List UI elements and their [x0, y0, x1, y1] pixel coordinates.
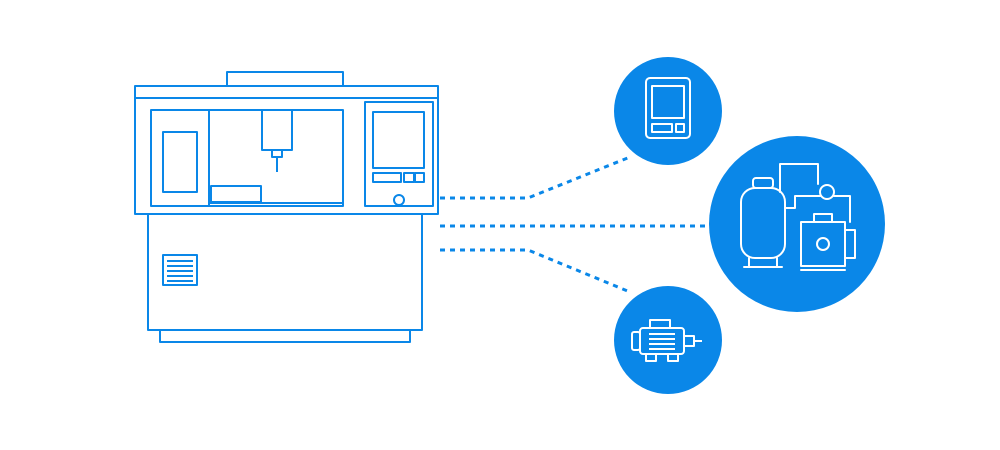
pipe-top — [779, 163, 819, 193]
pipe-right — [833, 195, 851, 223]
motor-foot-right — [667, 353, 679, 362]
pressure-gauge — [819, 184, 835, 200]
machine-vent — [162, 254, 198, 286]
pump-impeller — [816, 237, 830, 251]
pump-system-node — [709, 136, 885, 312]
machine-work-area — [150, 109, 344, 207]
tablet-icon — [645, 77, 691, 139]
pump-system-node-circle — [709, 136, 885, 312]
pipe-middle — [784, 195, 821, 209]
tablet-node — [614, 57, 722, 165]
pump-flange — [844, 229, 856, 259]
machine-control-panel — [364, 101, 434, 207]
machine-door-window — [162, 131, 198, 193]
tank-cap — [752, 177, 774, 189]
cnc-machine-icon — [134, 71, 439, 343]
electric-motor-icon — [631, 319, 702, 362]
machine-control-key — [372, 172, 402, 183]
machine-spindle — [261, 109, 293, 151]
connection-line-tablet — [440, 155, 631, 200]
machine-workpiece — [210, 185, 262, 203]
connection-line-motor — [440, 248, 631, 294]
machine-base — [159, 329, 411, 343]
machine-top-cap — [226, 71, 344, 87]
pump-top — [813, 213, 833, 223]
tablet-node-circle — [614, 57, 722, 165]
motor-foot-left — [645, 353, 657, 362]
motor-end-cap — [631, 331, 641, 351]
motor-node — [614, 286, 722, 394]
machine-control-screen — [372, 111, 425, 169]
machine-control-knob — [393, 194, 405, 206]
machine-spindle-collar — [271, 149, 283, 158]
machine-control-key — [414, 172, 425, 183]
machine-vent-slats — [167, 260, 193, 282]
tank-pump-icon — [740, 163, 856, 271]
machine-control-key — [403, 172, 415, 183]
motor-terminal-box — [649, 319, 671, 329]
